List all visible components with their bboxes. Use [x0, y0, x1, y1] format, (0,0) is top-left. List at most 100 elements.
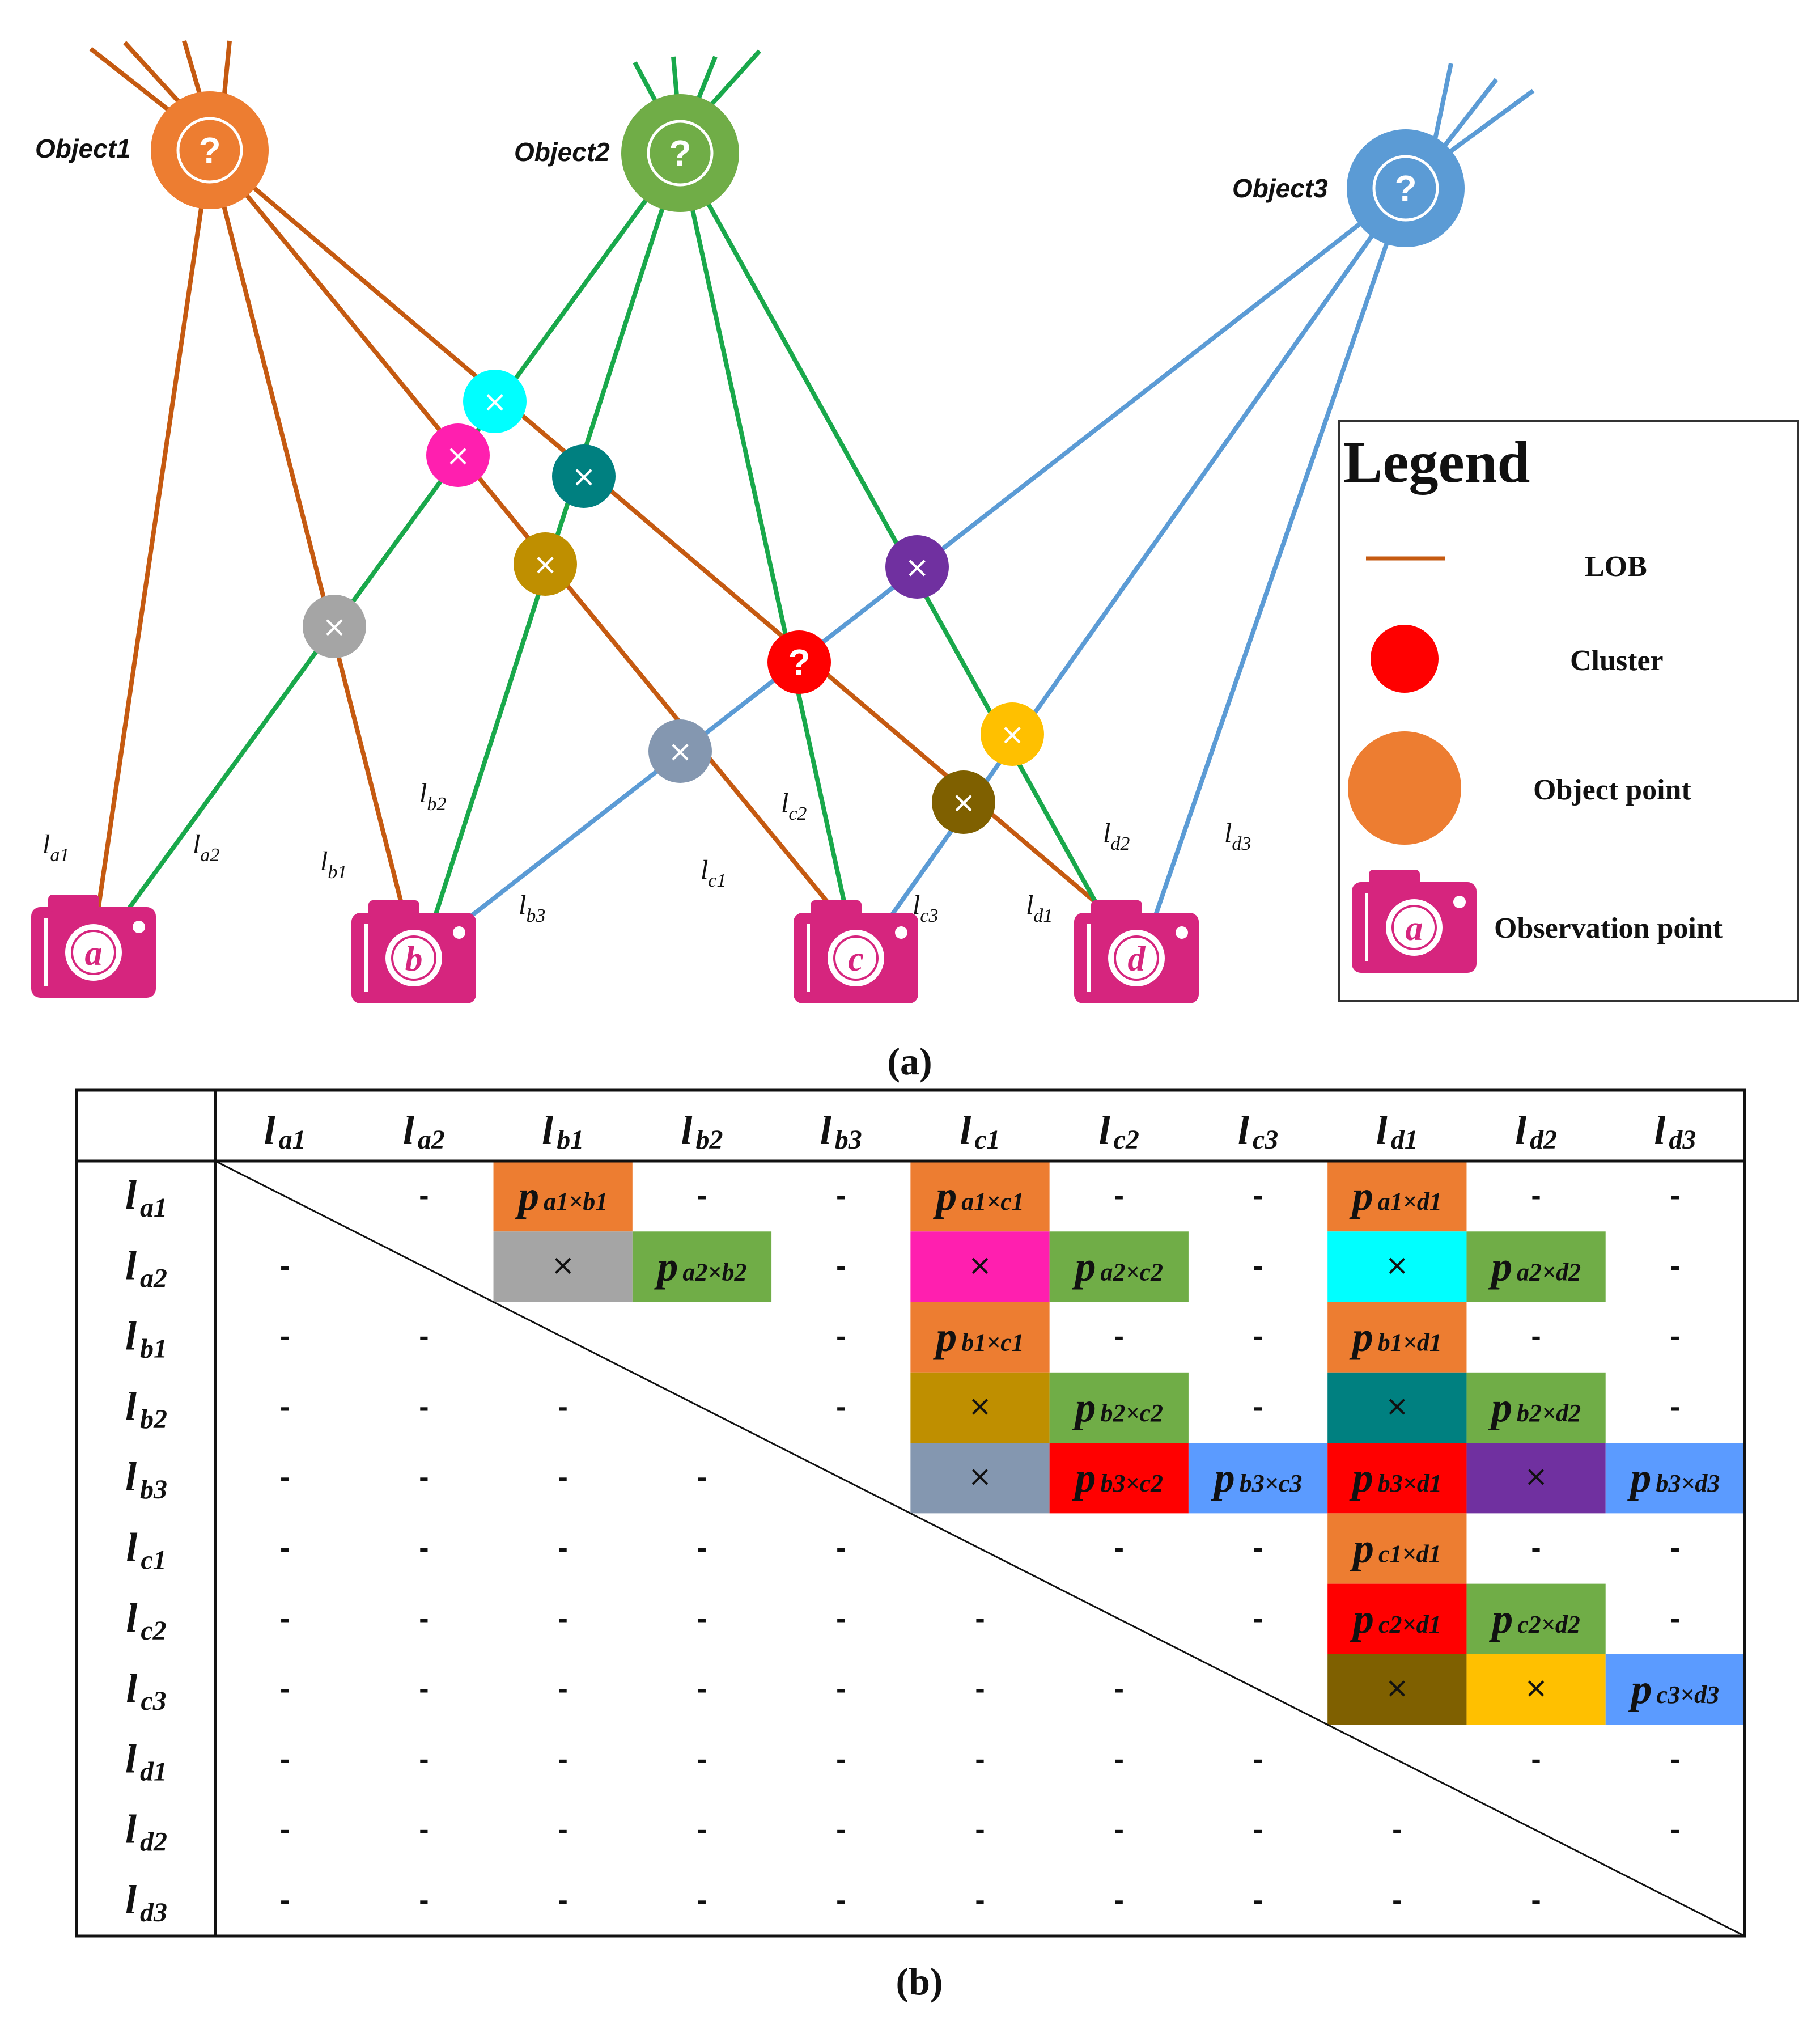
- matrix-cell-label-sub: b3×d1: [1378, 1469, 1442, 1497]
- matrix-cell-dash: -: [419, 1743, 429, 1776]
- camera-a: a: [31, 895, 156, 998]
- matrix-cell-dash: -: [1670, 1814, 1680, 1846]
- matrix-cell-dash: -: [1253, 1884, 1263, 1917]
- camera-top: [368, 900, 419, 917]
- matrix-cell-fill: [1327, 1231, 1467, 1302]
- camera-lens-ring: [1114, 935, 1159, 981]
- matrix-cell-dash: -: [558, 1814, 568, 1846]
- lob-label-sub: a1: [50, 845, 69, 866]
- camera-c: c: [794, 900, 918, 1003]
- legend-lob-label: LOB: [1585, 550, 1647, 583]
- object-ring: [647, 120, 714, 187]
- legend-object-point-label: Object point: [1533, 774, 1691, 806]
- matrix-cell-label-base: p: [515, 1173, 539, 1219]
- matrix-cell-fill: [1466, 1654, 1606, 1725]
- camera-letter: d: [1128, 940, 1146, 979]
- camera-lens: [828, 930, 884, 986]
- matrix-cell-symbol: ×: [968, 1460, 992, 1493]
- matrix-cell-label-base: p: [932, 1314, 957, 1361]
- matrix-cell-dash: -: [280, 1884, 290, 1917]
- matrix-row-header-sub: d2: [140, 1827, 167, 1857]
- object-label: Object1: [35, 134, 131, 163]
- camera-flash: [1453, 896, 1466, 908]
- matrix-cell-dash: -: [280, 1814, 290, 1846]
- lob-label: lc1: [701, 855, 726, 891]
- camera-lens-ring: [833, 935, 879, 981]
- matrix-cell-fill: [910, 1302, 1050, 1373]
- matrix-cell-symbol: ×: [1385, 1248, 1409, 1281]
- matrix-cell-label-sub: c2×d2: [1517, 1611, 1580, 1638]
- matrix-cell-label-base: p: [1349, 1314, 1373, 1361]
- lob-label-base: l: [419, 778, 427, 808]
- cluster-node: [767, 630, 831, 694]
- matrix-cell-label-sub: a2×c2: [1100, 1258, 1163, 1286]
- camera-top: [811, 900, 862, 917]
- camera-top: [1091, 900, 1142, 917]
- intersection-nodes: ×××××××××?: [303, 370, 1044, 834]
- matrix-cell-label-base: p: [1488, 1384, 1512, 1431]
- matrix-column-header-base: l: [1515, 1108, 1526, 1153]
- lob-line: [93, 150, 212, 930]
- matrix-cell-label-sub: b1×c1: [961, 1329, 1024, 1357]
- matrix-column-header-base: l: [1376, 1108, 1388, 1153]
- lob-label-sub: d2: [1110, 833, 1130, 854]
- matrix-cell-dash: -: [280, 1532, 290, 1565]
- matrix-cell-dash: -: [975, 1743, 985, 1776]
- camera-flash: [895, 926, 907, 939]
- camera-lens-ring: [71, 930, 116, 975]
- matrix-cell-dash: -: [697, 1884, 707, 1917]
- matrix-cell-symbol: ×: [1385, 1390, 1409, 1422]
- matrix-column-header-sub: c3: [1253, 1125, 1278, 1155]
- lob-label-sub: a2: [200, 845, 219, 866]
- intersection-symbol: ×: [571, 460, 596, 494]
- matrix-column-header-sub: d1: [1391, 1125, 1418, 1155]
- matrix-cell-label-base: p: [1071, 1243, 1096, 1290]
- matrix-cell-dash: -: [419, 1672, 429, 1705]
- matrix-cell-dash: -: [1670, 1602, 1680, 1635]
- lob-label: lc2: [781, 788, 807, 824]
- matrix-row-header-sub: b2: [140, 1404, 167, 1434]
- matrix-cell-dash: -: [1253, 1602, 1263, 1635]
- matrix-cell-dash: -: [836, 1884, 846, 1917]
- matrix-cell-dash: -: [1531, 1320, 1541, 1353]
- matrix-cell-dash: -: [836, 1249, 846, 1282]
- lob-line: [222, 40, 232, 100]
- matrix-column-header-sub: b1: [557, 1125, 584, 1155]
- matrix-row-header-sub: c1: [141, 1545, 166, 1575]
- matrix-cell-fill: [1327, 1583, 1467, 1654]
- matrix-cell-fill: [1327, 1161, 1467, 1232]
- matrix-cell-dash: -: [558, 1532, 568, 1565]
- matrix-cell-fill: [910, 1443, 1050, 1514]
- lob-label: la2: [193, 829, 219, 866]
- lob-line: [182, 40, 203, 100]
- matrix-cell-dash: -: [280, 1602, 290, 1635]
- matrix-cell-label-sub: b3×c2: [1100, 1469, 1163, 1497]
- matrix-cell-label-sub: b2×c2: [1100, 1399, 1163, 1427]
- matrix-cell-dash: -: [1392, 1884, 1402, 1917]
- intersection-symbol: ×: [1000, 718, 1025, 752]
- matrix-cell-label-base: p: [1071, 1384, 1096, 1431]
- legend-cluster-label: Cluster: [1570, 645, 1664, 677]
- camera-b: b: [351, 900, 476, 1003]
- matrix-column-header-base: l: [1099, 1108, 1110, 1153]
- lob-label: ld3: [1224, 818, 1251, 854]
- lob-line: [111, 151, 682, 931]
- matrix-row-header-sub: d1: [140, 1756, 167, 1786]
- camera-lens: [385, 930, 442, 986]
- matrix-row-header-base: l: [126, 1666, 137, 1711]
- camera-top: [48, 895, 99, 912]
- matrix-cell-dash: -: [419, 1532, 429, 1565]
- matrix-cell-label-base: p: [1488, 1243, 1512, 1290]
- matrix-diagonal: [215, 1160, 1745, 1937]
- intersection-symbol: ×: [533, 548, 558, 582]
- matrix-row-header-base: l: [126, 1525, 137, 1570]
